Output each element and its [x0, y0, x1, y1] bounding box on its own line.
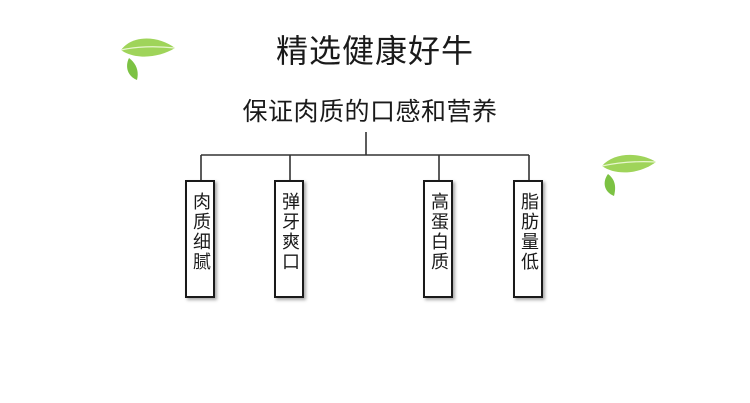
item-label: 肉质细腻: [190, 192, 211, 272]
page-title: 精选健康好牛: [275, 32, 474, 70]
item-box-3: 高蛋白质: [423, 180, 453, 298]
item-label: 脂肪量低: [518, 192, 539, 272]
item-box-4: 脂肪量低: [513, 180, 543, 298]
page-subtitle: 保证肉质的口感和营养: [242, 97, 498, 126]
item-label: 弹牙爽口: [279, 192, 300, 272]
item-label: 高蛋白质: [428, 192, 449, 272]
leaf-icon-right: [601, 154, 657, 196]
item-box-2: 弹牙爽口: [274, 180, 304, 298]
leaf-icon-left: [120, 38, 176, 80]
item-box-1: 肉质细腻: [185, 180, 215, 298]
